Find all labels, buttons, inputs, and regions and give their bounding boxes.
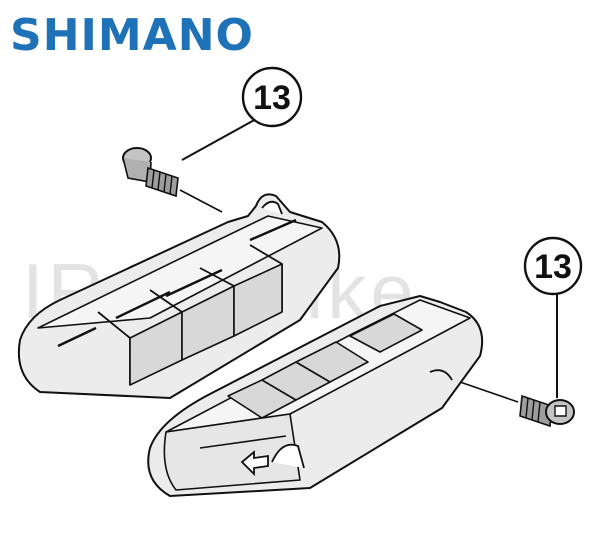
brake-shoe-right [147,295,484,497]
brand-logo: SHIMANO [10,10,254,61]
callout-number-lower: 13 [534,248,572,286]
callout-number-upper: 13 [253,79,291,117]
leader-line-lower-shaft [459,381,519,403]
screw-icon [122,147,179,198]
callout-circle-lower [523,236,583,296]
screw-icon [519,394,575,428]
callout-circle-upper [241,66,303,128]
leader-line-upper [179,189,223,213]
arrow-left-icon [240,450,269,477]
brake-shoe-left [18,193,341,399]
callout-leader-upper [181,117,259,161]
callout-lower: 13 [523,236,583,398]
callout-upper: 13 [181,66,303,161]
